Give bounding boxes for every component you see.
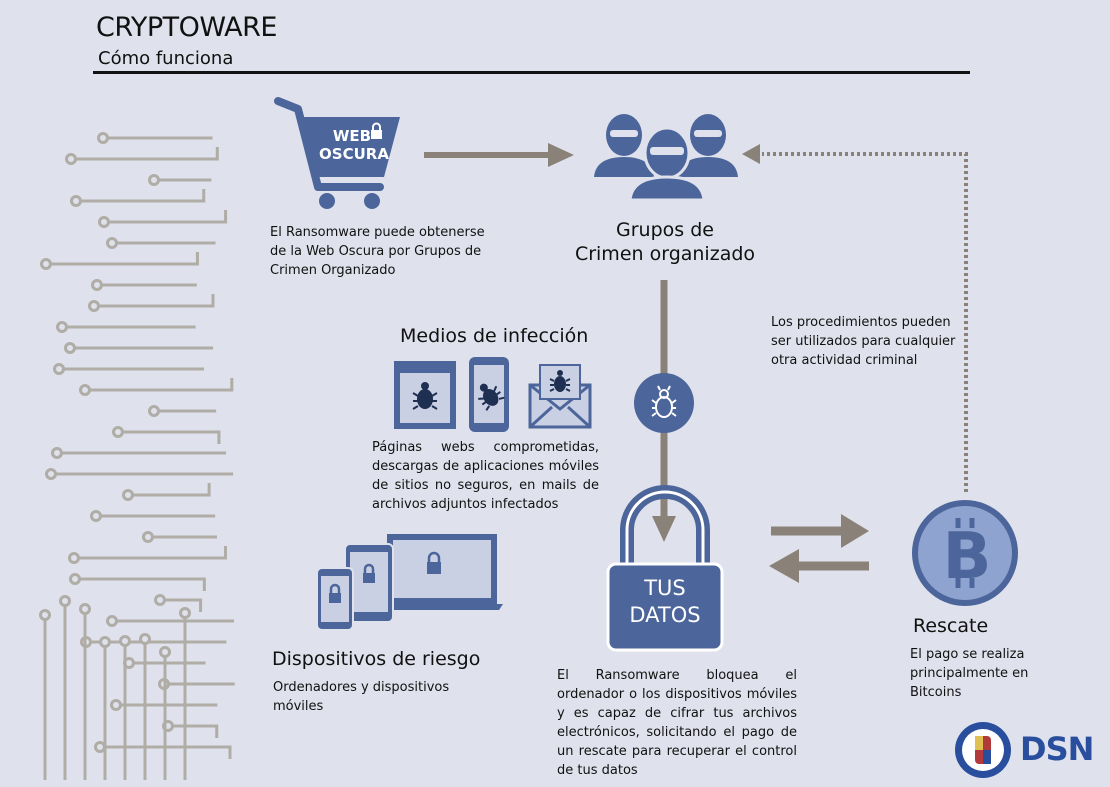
circuit-node xyxy=(69,573,81,585)
circuit-trace xyxy=(76,189,206,203)
dsn-seal-logo xyxy=(955,722,1011,778)
circuit-node xyxy=(65,153,77,165)
circuit-node xyxy=(79,603,91,615)
circuit-node xyxy=(159,646,171,658)
page-title: CRYPTOWARE xyxy=(96,12,277,43)
page-subtitle: Cómo funciona xyxy=(98,48,234,69)
cart-label-web: WEB xyxy=(333,127,371,145)
criminal-group-icon xyxy=(594,114,738,200)
ransom-description: El pago se realiza principalmente en Bit… xyxy=(910,647,1029,700)
exchange-arrows-icon xyxy=(769,514,869,583)
circuit-node xyxy=(59,595,71,607)
padlock-icon: TUS DATOS xyxy=(606,485,724,652)
circuit-trace xyxy=(46,252,199,266)
circuit-trace xyxy=(71,147,219,161)
dsn-logo-text: DSN xyxy=(1020,730,1094,768)
circuit-node xyxy=(56,321,68,333)
circuit-node xyxy=(90,510,102,522)
browser-bug-icon xyxy=(394,361,456,429)
svg-text:B: B xyxy=(943,520,992,594)
virus-bug-icon xyxy=(634,373,694,433)
circuit-node xyxy=(110,699,122,711)
circuit-node xyxy=(88,300,100,312)
infection-vectors-icons xyxy=(394,357,592,432)
circuit-node xyxy=(98,216,110,228)
dark-web-description: El Ransomware puede obtenerse de la Web … xyxy=(270,225,485,278)
circuit-node xyxy=(64,342,76,354)
circuit-node xyxy=(91,279,103,291)
circuit-node xyxy=(94,741,106,753)
circuit-trace xyxy=(85,378,234,392)
devices-description: Ordenadores y dispositivos móviles xyxy=(273,680,450,714)
circuit-trace xyxy=(128,483,211,497)
circuit-trace xyxy=(75,577,206,591)
phone-bug-icon xyxy=(469,357,509,432)
padlock-label-datos: DATOS xyxy=(629,603,700,627)
email-bug-icon xyxy=(528,364,592,429)
circuit-node xyxy=(51,447,63,459)
circuit-node xyxy=(106,615,118,627)
circuit-trace xyxy=(168,724,219,738)
circuit-node xyxy=(142,531,154,543)
circuit-node xyxy=(53,363,65,375)
padlock-label-tus: TUS xyxy=(643,576,686,600)
circuit-node xyxy=(112,426,124,438)
circuit-trace xyxy=(104,210,228,224)
circuit-node xyxy=(179,607,191,619)
circuit-trace xyxy=(94,294,215,308)
ransom-title: Rescate xyxy=(913,615,989,637)
procedures-note: Los procedimientos pueden ser utilizados… xyxy=(771,315,956,368)
circuit-node xyxy=(40,258,52,270)
infection-description: Páginas webs comprometidas, descargas de… xyxy=(372,440,599,512)
lock-description: El Ransomware bloquea el ordenador o los… xyxy=(557,668,797,778)
circuit-node xyxy=(45,468,57,480)
circuit-node xyxy=(154,594,166,606)
infection-title: Medios de infección xyxy=(400,325,589,347)
dotted-return-arrow xyxy=(742,144,968,492)
title-divider xyxy=(93,71,970,74)
circuit-node xyxy=(99,636,111,648)
circuit-trace xyxy=(100,745,232,759)
groups-title: Grupos de Crimen organizado xyxy=(560,218,770,266)
cart-label-oscura: OSCURA xyxy=(319,145,389,163)
circuit-node xyxy=(70,195,82,207)
circuit-node xyxy=(39,609,51,621)
circuit-node xyxy=(122,489,134,501)
circuit-trace xyxy=(118,430,221,444)
bitcoin-icon: B xyxy=(912,500,1018,606)
circuit-node xyxy=(139,633,151,645)
circuit-trace xyxy=(160,598,203,612)
circuit-node xyxy=(148,405,160,417)
risk-devices-icon xyxy=(316,534,503,631)
circuit-node xyxy=(148,174,160,186)
circuit-node xyxy=(119,635,131,647)
devices-title: Dispositivos de riesgo xyxy=(272,648,481,670)
groups-title-line1: Grupos de xyxy=(616,219,714,241)
groups-title-line2: Crimen organizado xyxy=(574,243,756,265)
circuit-node xyxy=(97,132,109,144)
circuit-node xyxy=(106,237,118,249)
circuit-node xyxy=(79,384,91,396)
circuit-pattern xyxy=(39,132,235,780)
circuit-trace xyxy=(74,546,228,560)
dark-web-cart-icon: WEB OSCURA xyxy=(274,97,400,209)
arrow-right-icon xyxy=(424,143,574,167)
circuit-node xyxy=(68,552,80,564)
